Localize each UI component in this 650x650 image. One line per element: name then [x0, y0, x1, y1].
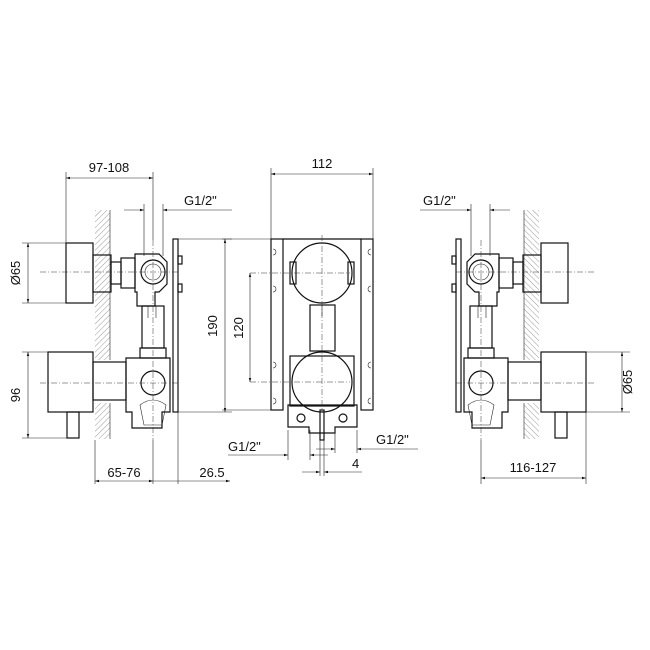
right-connection-label: G1/2" — [423, 193, 456, 208]
outlet-left-label: G1/2" — [228, 439, 261, 454]
knob-diameter-label: Ø65 — [8, 261, 23, 286]
right-knob-diameter-label: Ø65 — [620, 370, 635, 395]
dim-width-label: 97-108 — [89, 160, 129, 175]
right-depth-label: 116-127 — [510, 460, 557, 475]
front-width-label: 112 — [312, 156, 333, 171]
front-view: 112 120 G1/2" G1/2" 4 — [222, 156, 418, 476]
left-side-view: 97-108 G1/2" Ø65 96 190 65-76 26.5 — [8, 160, 232, 484]
centers-label: 120 — [231, 317, 246, 339]
outlet-right-label: G1/2" — [376, 432, 409, 447]
right-side-view: G1/2" Ø65 116-127 — [420, 193, 635, 484]
plate-depth-label: 26.5 — [199, 465, 224, 480]
offset-label: 4 — [352, 456, 359, 471]
connection-label: G1/2" — [184, 193, 217, 208]
height-label: 190 — [205, 315, 220, 337]
depth-label: 65-76 — [107, 465, 140, 480]
knob-height-label: 96 — [8, 388, 23, 402]
